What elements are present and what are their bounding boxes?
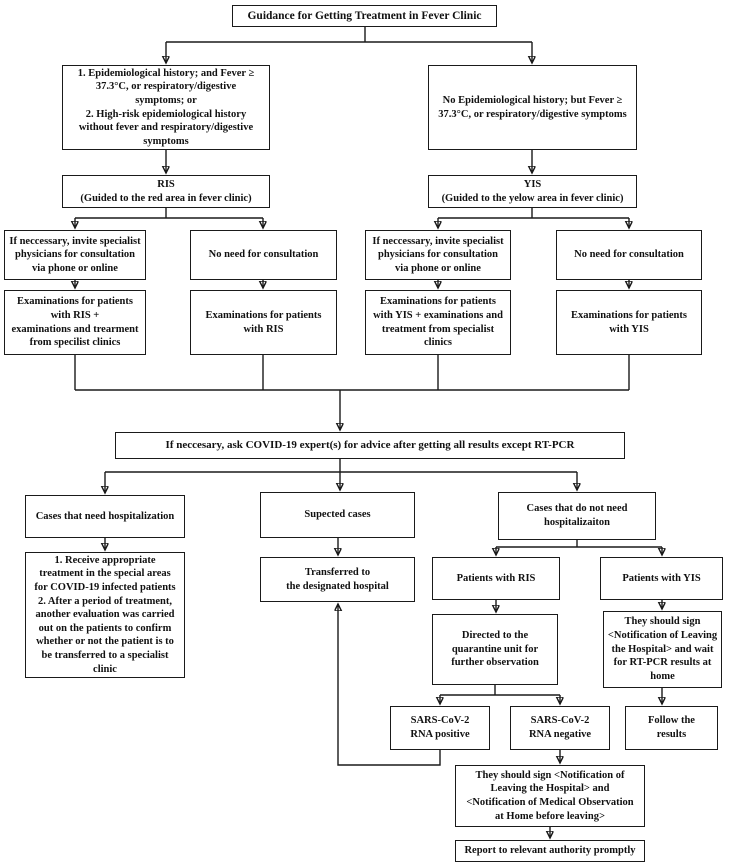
- node-need-hospitalization: Cases that need hospitalization: [25, 495, 185, 538]
- node-no-hospitalization: Cases that do not need hospitalizaiton: [498, 492, 656, 540]
- node-quarantine-observation: Directed to the quarantine unit for furt…: [432, 614, 558, 685]
- node-sign-wait-home: They should sign <Notification of Leavin…: [603, 611, 722, 688]
- node-rna-negative: SARS-CoV-2 RNA negative: [510, 706, 610, 750]
- node-rna-positive: SARS-CoV-2 RNA positive: [390, 706, 490, 750]
- node-transferred-hospital: Transferred to the designated hospital: [260, 557, 415, 602]
- node-receive-treatment: 1. Receive appropriate treatment in the …: [25, 552, 185, 678]
- node-yis-exam-specialist: Examinations for patients with YIS + exa…: [365, 290, 511, 355]
- node-ris-invite-specialist: If neccessary, invite specialist physici…: [4, 230, 146, 280]
- node-yis: YIS (Guided to the yelow area in fever c…: [428, 175, 637, 208]
- node-sign-notifications: They should sign <Notification of Leavin…: [455, 765, 645, 827]
- node-ris-no-consultation: No need for consultation: [190, 230, 337, 280]
- node-ask-covid-expert: If neccesary, ask COVID-19 expert(s) for…: [115, 432, 625, 459]
- node-report-authority: Report to relevant authority promptly: [455, 840, 645, 862]
- node-follow-results: Follow the results: [625, 706, 718, 750]
- node-suspected-cases: Supected cases: [260, 492, 415, 538]
- node-patients-ris: Patients with RIS: [432, 557, 560, 600]
- node-patients-yis: Patients with YIS: [600, 557, 723, 600]
- node-ris: RIS (Guided to the red area in fever cli…: [62, 175, 270, 208]
- node-title: Guidance for Getting Treatment in Fever …: [232, 5, 497, 27]
- node-criteria-no-history: No Epidemiological history; but Fever ≥ …: [428, 65, 637, 150]
- node-criteria-with-history: 1. Epidemiological history; and Fever ≥ …: [62, 65, 270, 150]
- node-yis-exam: Examinations for patients with YIS: [556, 290, 702, 355]
- node-yis-invite-specialist: If neccessary, invite specialist physici…: [365, 230, 511, 280]
- node-ris-exam-specialist: Examinations for patients with RIS + exa…: [4, 290, 146, 355]
- node-ris-exam: Examinations for patients with RIS: [190, 290, 337, 355]
- node-yis-no-consultation: No need for consultation: [556, 230, 702, 280]
